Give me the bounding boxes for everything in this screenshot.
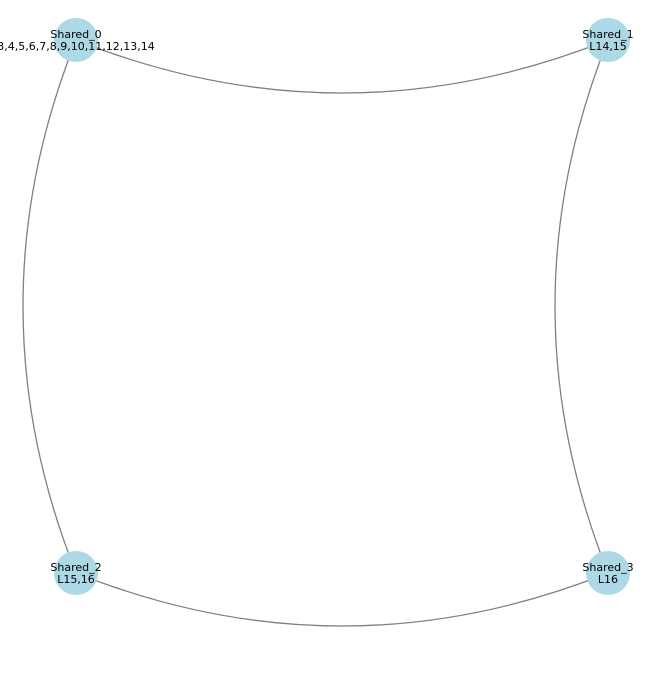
node-detail-label: L16: [598, 573, 618, 586]
graph-node-shared-0: Shared_03,4,5,6,7,8,9,10,11,12,13,14: [0, 18, 155, 62]
node-detail-label: 3,4,5,6,7,8,9,10,11,12,13,14: [0, 40, 155, 53]
edges-layer: [22, 39, 609, 627]
node-circle: [54, 18, 98, 62]
edge-shared-0-shared-2: [22, 39, 77, 574]
node-circle: [54, 551, 98, 595]
node-name-label: Shared_2: [50, 561, 101, 574]
node-circle: [586, 18, 630, 62]
node-name-label: Shared_1: [582, 28, 633, 41]
nodes-layer: Shared_03,4,5,6,7,8,9,10,11,12,13,14Shar…: [0, 18, 634, 595]
node-circle: [586, 551, 630, 595]
edge-shared-2-shared-3: [75, 572, 609, 627]
edge-shared-0-shared-1: [75, 39, 609, 94]
node-name-label: Shared_0: [50, 28, 101, 41]
node-detail-label: L14,15: [589, 40, 627, 53]
node-name-label: Shared_3: [582, 561, 633, 574]
node-detail-label: L15,16: [57, 573, 95, 586]
edge-shared-1-shared-3: [554, 39, 609, 574]
